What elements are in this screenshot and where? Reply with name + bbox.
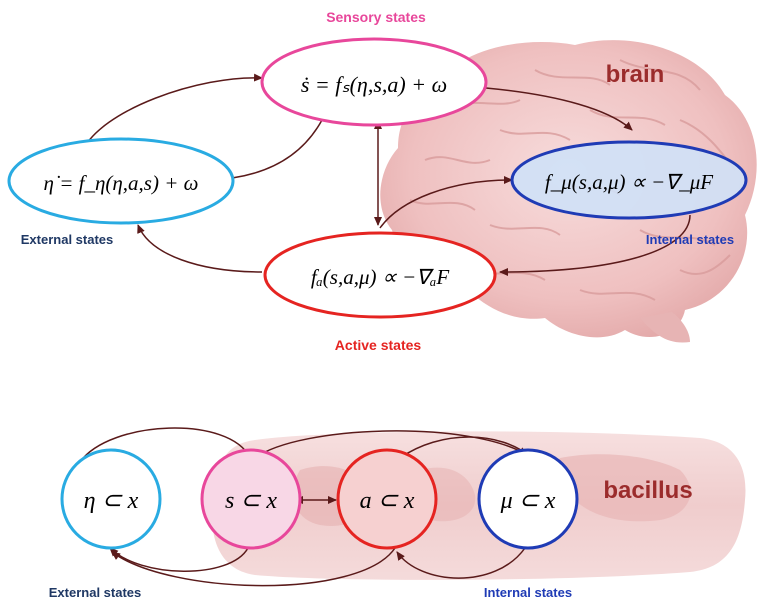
equation-external: η̇ = f_η(η,a,s) + ω [44,171,199,195]
node-s: s ⊂ x [200,448,302,550]
node-active: fₐ(s,a,μ) ∝ −∇ₐF [263,231,497,319]
equation-internal: f_μ(s,a,μ) ∝ −∇_μF [545,170,713,194]
arrow-a-to-eta [111,547,396,587]
brain-label: brain [606,61,665,88]
node-mu: μ ⊂ x [477,448,579,550]
arrow-mu-to-a [396,547,526,579]
equation-sensory: ṡ = fₛ(η,s,a) + ω [301,72,447,97]
node-internal: f_μ(s,a,μ) ∝ −∇_μF [510,140,748,220]
bottom-arrows [79,427,533,587]
node-sensory: ṡ = fₛ(η,s,a) + ω [260,37,488,127]
label-sensory-states: Sensory states [326,9,426,25]
node-a: a ⊂ x [336,448,438,550]
node-eta: η ⊂ x [60,448,162,550]
node-a-label: a ⊂ x [360,488,415,514]
arrow-s-to-eta [109,547,249,572]
arrow-active-to-internal [379,176,513,229]
arrow-sensory-to-internal [485,87,633,131]
node-s-label: s ⊂ x [225,488,277,514]
node-eta-label: η ⊂ x [84,488,139,514]
arrow-eta-to-s [79,427,251,463]
arrow-internal-to-active [499,214,691,276]
equation-active: fₐ(s,a,μ) ∝ −∇ₐF [311,265,450,289]
label-external-states-bottom: External states [49,585,142,600]
top-arrows [81,73,691,276]
label-external-states-top: External states [21,232,114,247]
bacillus-label: bacillus [603,477,692,504]
arrow-active-to-external [137,224,263,273]
arrow-external-to-sensory [81,73,263,153]
arrow-s-to-mu [254,430,528,459]
node-mu-label: μ ⊂ x [500,488,556,514]
label-internal-states-bottom: Internal states [484,585,572,600]
label-active-states: Active states [335,337,422,353]
node-external: η̇ = f_η(η,a,s) + ω [7,137,235,225]
label-internal-states-top: Internal states [646,232,734,247]
